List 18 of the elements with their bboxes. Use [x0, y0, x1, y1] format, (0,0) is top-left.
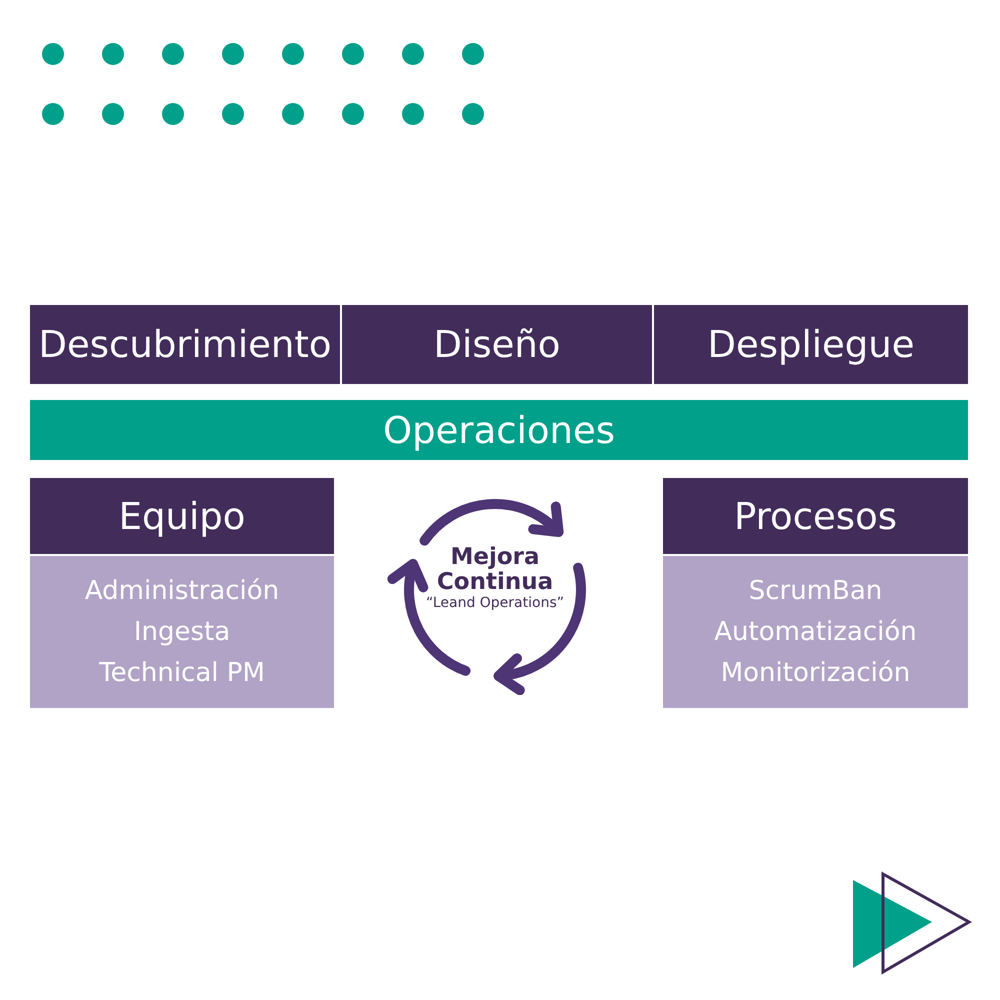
list-item: Ingesta — [134, 616, 230, 648]
column-heading: Equipo — [30, 478, 334, 554]
list-item: Technical PM — [99, 656, 265, 690]
list-item: ScrumBan — [748, 574, 882, 608]
list-item: Administración — [84, 574, 280, 608]
phase-bar — [30, 305, 340, 384]
phase-label: Operaciones — [382, 408, 615, 452]
phase-bar — [654, 305, 968, 384]
cycle-title: Mejora Continua — [436, 545, 554, 595]
list-item: Monitorización — [720, 656, 910, 690]
phase-label: Despliegue — [707, 323, 915, 366]
phase-label: Diseño — [434, 323, 560, 366]
column-heading: Procesos — [663, 478, 968, 554]
cycle-subtitle: “Leand Operations” — [426, 595, 564, 611]
operations-bar — [30, 400, 968, 460]
phase-bar — [342, 305, 652, 384]
phase-label: Descubrimiento — [38, 323, 332, 366]
list-item: Automatización — [714, 616, 917, 648]
